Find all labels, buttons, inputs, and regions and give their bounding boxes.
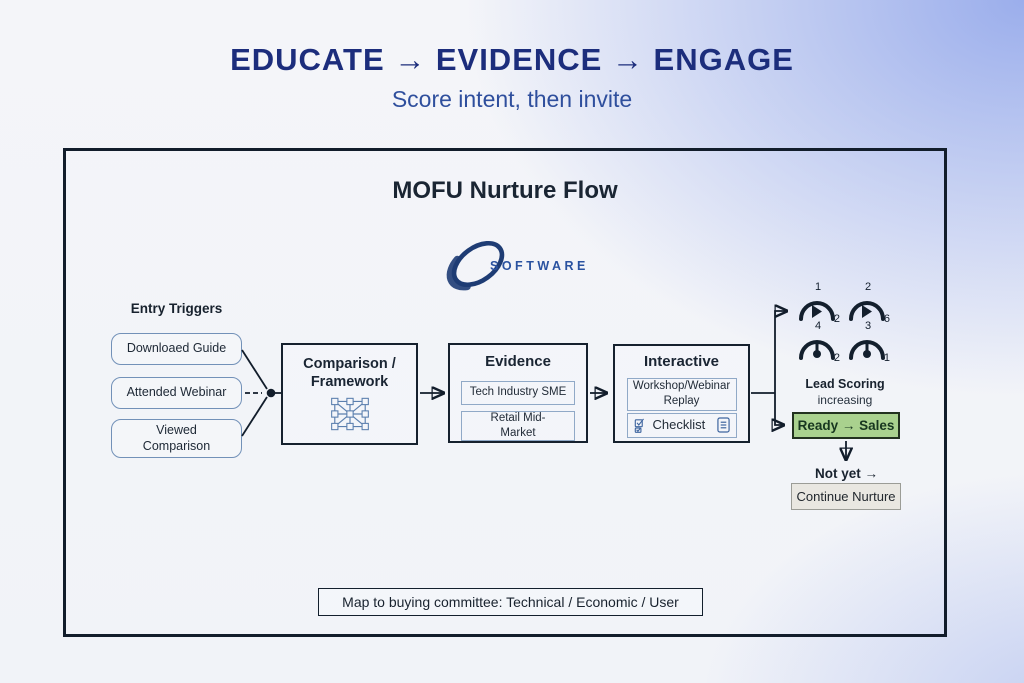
network-grid-icon [283,397,416,436]
entry-triggers-label: Entry Triggers [130,301,223,316]
diagram-title: MOFU Nurture Flow [392,177,618,204]
not-yet-label: Not yet → [814,466,878,481]
entry-item-downloaded-guide: Downloaed Guide [111,333,242,365]
interactive-item-workshop-replay: Workshop/Webinar Replay [626,377,737,411]
interactive-item-checklist: Checklist [626,412,737,438]
continue-nurture-box: Continue Nurture [791,483,901,510]
gauge-icon: 2 6 [845,281,891,325]
entry-item-attended-webinar: Attended Webinar [111,377,242,409]
buying-committee-note: Map to buying committee: Technical / Eco… [318,588,703,616]
gauge-icon: 3 1 [845,320,891,364]
gauge-icon: 4 2 [795,320,841,364]
stage-comparison-framework: Comparison / Framework [281,343,418,445]
document-icon [716,417,730,433]
entry-item-viewed-comparison: Viewed Comparison [111,419,242,458]
lead-scoring-sublabel: increasing [817,393,873,407]
ready-sales-box: Ready → Sales [792,412,900,439]
logo-swoosh-icon [446,240,505,291]
checklist-label: Checklist [652,416,706,432]
checklist-icon [634,418,644,434]
logo-text: SOFTWARE [490,259,589,273]
gauge-icon: 1 2 [795,281,841,325]
software-logo: SOFTWARE [442,228,612,298]
page-subtitle: Score intent, then invite [391,86,633,112]
stage-interactive: Interactive Workshop/Webinar Replay Chec… [613,344,750,443]
lead-scoring-gauges: 1 2 2 6 4 2 3 1 [795,281,891,364]
stage-title: Evidence [485,353,551,370]
diagram-frame [63,148,947,637]
stage-title: Interactive [643,353,720,370]
evidence-item-retail-midmarket: Retail Mid-Market [461,410,575,441]
page-title: EDUCATE → EVIDENCE → ENGAGE [230,42,794,77]
lead-scoring-label: Lead Scoring [805,377,885,391]
stage-evidence: Evidence Tech Industry SME Retail Mid-Ma… [448,343,588,443]
evidence-item-tech-sme: Tech Industry SME [461,380,575,405]
stage-title: Comparison / Framework [303,356,396,391]
